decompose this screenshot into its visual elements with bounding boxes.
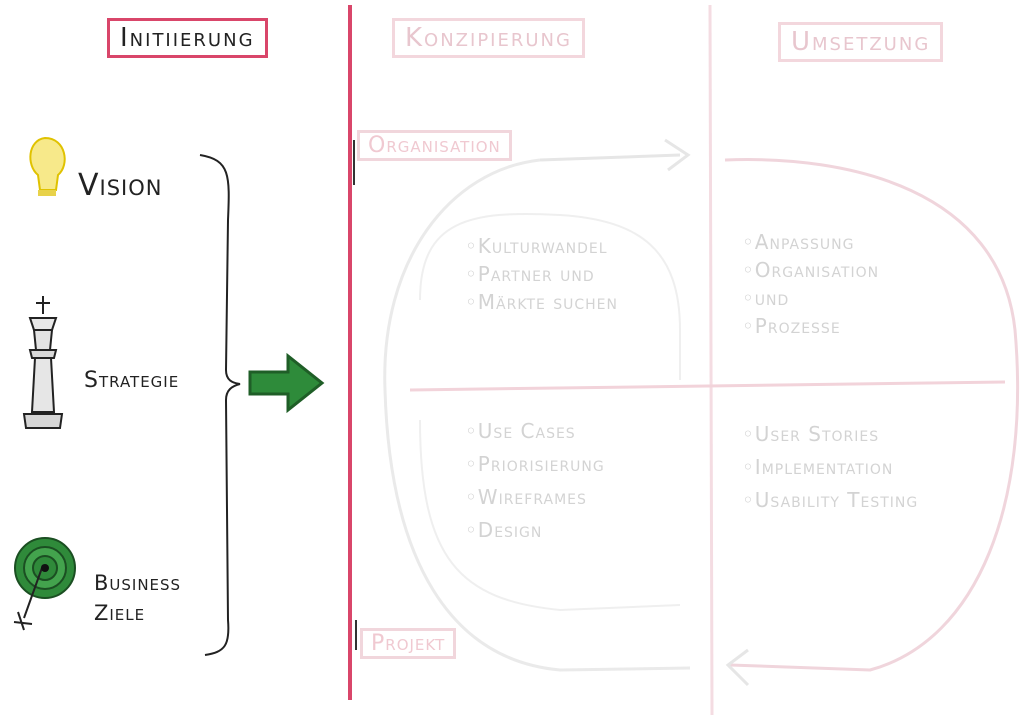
left-brace — [199, 154, 241, 656]
list-item: Implementation — [742, 451, 918, 484]
tag-organisation: Organisation — [357, 130, 512, 161]
list-item: Usability Testing — [742, 484, 918, 517]
chess-king-icon — [22, 296, 64, 429]
label-vision: Vision — [78, 168, 163, 203]
label-business: Business — [94, 571, 182, 595]
quadrant-organisation-konzipierung: Kulturwandel Partner und Märkte suchen — [465, 232, 618, 316]
inner-loop-bottom — [419, 419, 681, 612]
inner-loop-top — [419, 212, 681, 380]
phase-divider-faint — [708, 4, 714, 716]
list-item: Märkte suchen — [465, 288, 618, 316]
list-item: Use Cases — [465, 415, 605, 448]
header-konzipierung: Konzipierung — [392, 18, 585, 58]
list-item: Priorisierung — [465, 448, 605, 481]
cycle-loop-right — [724, 158, 1020, 672]
header-umsetzung: Umsetzung — [778, 22, 944, 62]
list-item: Design — [465, 514, 605, 547]
cycle-arrow-top — [539, 138, 691, 172]
quadrant-divider — [409, 380, 1006, 392]
list-item: und — [742, 284, 879, 312]
list-item: Anpassung — [742, 228, 879, 256]
label-strategie: Strategie — [84, 368, 180, 393]
tag-projekt: Projekt — [360, 628, 457, 659]
list-item: Organisation — [742, 256, 879, 284]
green-arrow-icon — [248, 352, 325, 414]
quadrant-projekt-umsetzung: User Stories Implementation Usability Te… — [742, 418, 918, 517]
list-item: Wireframes — [465, 481, 605, 514]
label-business-ziele: Business Ziele — [94, 568, 181, 628]
cycle-arrow-bottom — [725, 648, 750, 687]
list-item: Prozesse — [742, 312, 879, 340]
cycle-loop-left — [383, 158, 691, 672]
target-icon — [13, 537, 76, 631]
header-initiierung: Initiierung — [107, 18, 268, 58]
quadrant-organisation-umsetzung: Anpassung Organisation und Prozesse — [742, 228, 879, 340]
list-item: Kulturwandel — [465, 232, 618, 260]
quadrant-projekt-konzipierung: Use Cases Priorisierung Wireframes Desig… — [465, 415, 605, 547]
list-item: Partner und — [465, 260, 618, 288]
lightbulb-icon — [29, 136, 66, 196]
label-ziele: Ziele — [94, 601, 146, 625]
list-item: User Stories — [742, 418, 918, 451]
